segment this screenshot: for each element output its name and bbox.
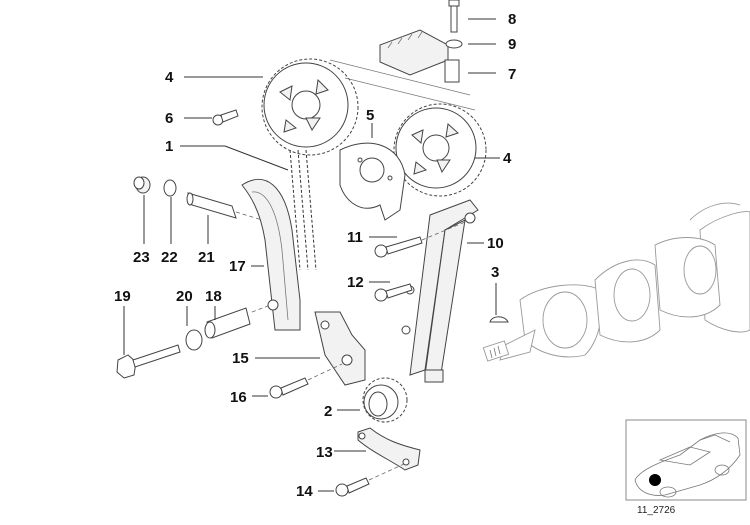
callout-18: 18 <box>205 288 222 305</box>
screw-plug <box>133 176 151 194</box>
callout-7: 7 <box>508 66 516 83</box>
callout-19: 19 <box>114 288 131 305</box>
camshaft-sprocket-left <box>261 58 359 156</box>
washer <box>445 39 463 49</box>
callout-20: 20 <box>176 288 193 305</box>
crankshaft-sprocket <box>362 377 408 423</box>
callout-16: 16 <box>230 389 247 406</box>
reference-code: 11_2726 <box>637 505 676 516</box>
guide-bolt <box>448 0 460 33</box>
chain-guide-lower <box>357 427 421 471</box>
location-marker <box>649 474 661 486</box>
guide-rail-bolt-lower <box>374 283 413 302</box>
lower-guide-bolt <box>335 477 370 497</box>
tensioner-piston <box>186 192 237 219</box>
bracket-bolt <box>269 377 309 399</box>
vehicle-locator-inset <box>625 419 747 501</box>
tensioner-rail <box>241 179 301 331</box>
tensioner-bracket <box>314 311 366 386</box>
leader-lines <box>123 18 500 492</box>
callout-4-left: 4 <box>165 69 174 86</box>
sprocket-bolt <box>212 109 239 126</box>
crankshaft-illustration <box>482 202 750 362</box>
tensioner-rail-bolt <box>116 344 181 379</box>
callout-9: 9 <box>508 36 516 53</box>
callout-10: 10 <box>487 235 504 252</box>
callout-17: 17 <box>229 258 246 275</box>
callout-21: 21 <box>198 249 215 266</box>
spacer-washer <box>185 329 203 351</box>
callout-22: 22 <box>161 249 178 266</box>
callout-6: 6 <box>165 110 173 127</box>
sprocket-cover-plate <box>339 142 406 221</box>
chain-guide-upper <box>379 29 460 83</box>
bushing <box>204 307 251 339</box>
callout-13: 13 <box>316 444 333 461</box>
callout-2: 2 <box>324 403 332 420</box>
callout-23: 23 <box>133 249 150 266</box>
callout-14: 14 <box>296 483 313 500</box>
callout-5: 5 <box>366 107 374 124</box>
guide-rail <box>401 199 479 383</box>
callout-4-right: 4 <box>503 150 512 167</box>
camshaft-sprocket-right <box>393 103 487 197</box>
seal-ring <box>163 179 177 197</box>
callout-11: 11 <box>347 229 363 246</box>
callout-12: 12 <box>347 274 364 291</box>
callout-8: 8 <box>508 11 516 28</box>
callout-3: 3 <box>491 264 499 281</box>
callout-1: 1 <box>165 138 173 155</box>
woodruff-key <box>489 316 509 323</box>
timing-chain <box>289 149 317 271</box>
guide-rail-bolt-upper <box>374 236 423 258</box>
callout-15: 15 <box>232 350 249 367</box>
